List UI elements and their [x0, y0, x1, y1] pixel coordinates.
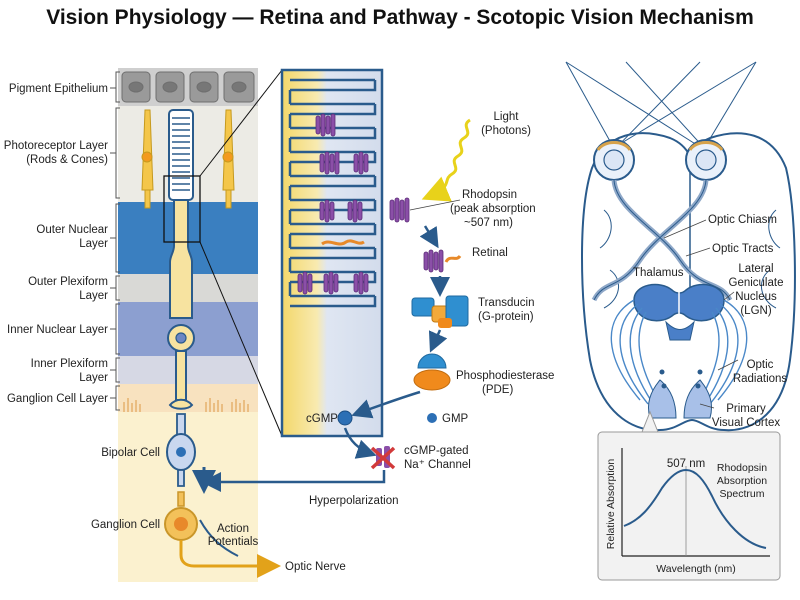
transducin-protein	[411, 295, 469, 328]
label-photoreceptor-1: Photoreceptor Layer	[4, 140, 108, 152]
label-light-2: (Photons)	[481, 125, 531, 137]
spectrum-legend-3: Spectrum	[720, 488, 765, 500]
gmp-molecule	[427, 413, 437, 423]
cone-cells	[141, 109, 235, 209]
label-pde-2: (PDE)	[482, 384, 513, 396]
cgmp-molecule	[337, 410, 353, 426]
hyperpolarization-arrow	[201, 470, 386, 492]
label-radiations-1: Optic	[747, 359, 774, 371]
spectrum-legend-2: Absorption	[717, 475, 767, 487]
arrow-pde-cgmp	[351, 390, 421, 419]
opsin-released	[423, 249, 444, 273]
ganglion-cell	[164, 491, 281, 578]
label-action-1: Action	[217, 523, 249, 535]
label-optic-chiasm: Optic Chiasm	[708, 214, 777, 226]
right-eye	[685, 139, 727, 181]
label-cgmp: cGMP	[306, 413, 338, 425]
label-action-2: Potentials	[208, 536, 259, 548]
label-lgn-2: Geniculate	[729, 277, 784, 289]
ganglion-dendrites	[123, 398, 249, 412]
label-outer-plexiform-1: Outer Plexiform	[28, 276, 108, 288]
light-wave	[421, 118, 471, 202]
label-transducin-1: Transducin	[478, 297, 534, 309]
label-photoreceptor-2: (Rods & Cones)	[26, 154, 108, 166]
pigment-cells	[121, 71, 255, 103]
inner-plexiform-band	[118, 356, 258, 384]
visual-field-lines	[565, 61, 757, 153]
page-title: Vision Physiology — Retina and Pathway -…	[46, 6, 754, 29]
label-channel-2: Na⁺ Channel	[404, 459, 471, 471]
retina-column	[118, 68, 283, 582]
retinal-molecule	[444, 254, 462, 263]
label-inner-plexiform-1: Inner Plexiform	[31, 358, 108, 370]
na-channel	[370, 446, 396, 470]
spectrum-y-label: Relative Absorption	[605, 459, 617, 550]
leader-radiations	[717, 359, 739, 371]
label-pigment-epithelium: Pigment Epithelium	[9, 83, 108, 95]
spectrum-curve	[623, 468, 767, 549]
label-cortex-2: Visual Cortex	[712, 417, 780, 429]
label-lgn-4: (LGN)	[740, 305, 771, 317]
label-rhodopsin-2: (peak absorption	[450, 203, 536, 215]
label-optic-tracts: Optic Tracts	[712, 243, 774, 255]
zoom-line-bottom	[199, 241, 283, 437]
visual-cortex	[647, 369, 713, 419]
label-lgn-3: Nucleus	[735, 291, 777, 303]
pde-protein	[413, 353, 451, 391]
thalamus	[633, 283, 725, 341]
label-channel-1: cGMP-gated	[404, 445, 469, 457]
label-outer-nuclear-1: Outer Nuclear	[36, 224, 108, 236]
label-outer-plexiform-2: Layer	[79, 290, 108, 302]
leader-lgn	[723, 291, 735, 301]
rhodopsin-active	[389, 197, 410, 223]
retinal-chain	[321, 239, 365, 246]
spectrum-x-label: Wavelength (nm)	[656, 563, 736, 575]
bipolar-cell	[166, 413, 196, 487]
label-inner-plexiform-2: Layer	[79, 372, 108, 384]
leader-chiasm	[663, 219, 707, 239]
label-rhodopsin-1: Rhodopsin	[462, 189, 517, 201]
layer-labels: Pigment Epithelium Photoreceptor Layer (…	[4, 83, 160, 531]
action-potential-arrow	[199, 519, 239, 557]
label-gmp: GMP	[442, 413, 469, 425]
left-eye	[593, 139, 635, 181]
arrow-rhodopsin-retinal	[419, 225, 439, 249]
label-ganglion-cell: Ganglion Cell	[91, 519, 160, 531]
label-pde-1: Phosphodiesterase	[456, 370, 554, 382]
leader-cortex	[699, 403, 715, 409]
leader-rhodopsin	[409, 199, 461, 211]
label-bipolar-cell: Bipolar Cell	[101, 447, 160, 459]
label-outer-nuclear-2: Layer	[79, 238, 108, 250]
label-radiations-2: Radiations	[733, 373, 788, 385]
spectrum-legend-1: Rhodopsin	[717, 462, 767, 474]
label-ganglion-layer: Ganglion Cell Layer	[7, 393, 108, 405]
arrow-cgmp-channel	[343, 427, 377, 459]
label-cortex-1: Primary	[726, 403, 766, 415]
layer-brackets	[110, 71, 120, 411]
leader-tracts	[685, 247, 711, 257]
label-inner-nuclear: Inner Nuclear Layer	[7, 324, 108, 336]
label-light-1: Light	[494, 111, 520, 123]
label-hyperpolarization: Hyperpolarization	[309, 495, 399, 507]
label-transducin-2: (G-protein)	[478, 311, 534, 323]
arrow-to-pde	[428, 329, 448, 353]
label-retinal: Retinal	[472, 247, 508, 259]
label-thalamus: Thalamus	[633, 267, 684, 279]
label-rhodopsin-3: ~507 nm)	[464, 217, 513, 229]
rod-cell	[167, 109, 195, 410]
label-lgn-1: Lateral	[738, 263, 773, 275]
zoom-line-top	[199, 69, 283, 177]
spectrum-peak-label: 507 nm	[667, 458, 705, 470]
zoom-box	[163, 175, 201, 243]
rhodopsin-molecules	[297, 113, 369, 295]
spectrum-inset: 507 nm Rhodopsin Absorption Spectrum Rel…	[597, 410, 781, 581]
label-optic-nerve: Optic Nerve	[285, 561, 346, 573]
